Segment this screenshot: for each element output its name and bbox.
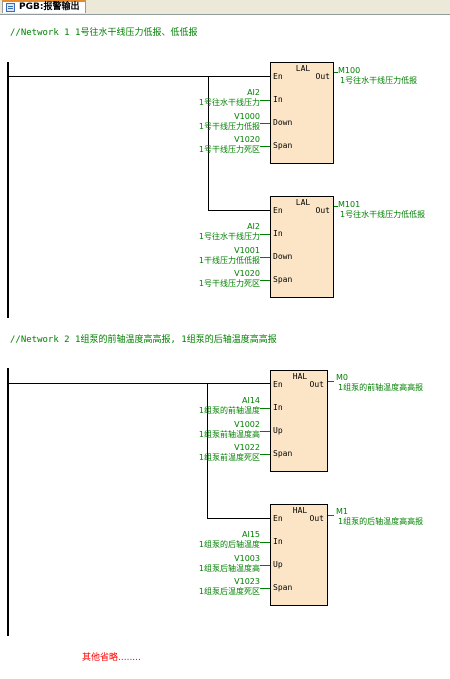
out-wire [328,381,334,382]
network-1-branch [208,76,209,210]
up-wire [260,565,270,566]
pin-en: En [273,72,283,81]
lal-block-1[interactable]: LAL En In Down Span Out [270,62,334,164]
in-wire [260,542,270,543]
pin-span: Span [273,275,293,284]
pin-en: En [273,206,283,215]
editor-tab-bar: PGB:报警输出 [0,0,450,15]
lal-block-2[interactable]: LAL En In Down Span Out [270,196,334,298]
output-addr[interactable]: M1 [336,507,348,516]
omitted-note: 其他省略........ [82,653,141,663]
operand-down-desc: 1号干线压力低报 [198,122,260,131]
output-desc: 1组泵的前轴温度高高报 [338,383,424,392]
operand-in-desc: 1号往水干线压力 [198,98,260,107]
up-wire [260,431,270,432]
output-desc: 1组泵的后轴温度高高报 [338,517,424,526]
pin-out: Out [315,206,330,215]
network-1-branch-to-block-2 [208,210,271,211]
tab-label: PGB:报警输出 [19,2,80,12]
operand-down-desc: 1干线压力低低报 [198,256,260,265]
block-type: HAL [292,506,308,515]
block-type: HAL [292,372,308,381]
operand-up-desc: 1组泵后轴温度高 [198,564,260,573]
program-block-icon [6,3,15,12]
operand-in-addr[interactable]: AI2 [247,88,260,97]
network-2-branch-to-block-2 [207,518,271,519]
operand-span-desc: 1组泵后温度死区 [198,587,260,596]
out-wire [334,72,338,73]
pin-span: Span [273,449,293,458]
operand-span-addr[interactable]: V1023 [234,577,260,586]
out-wire [334,206,338,207]
operand-in-addr[interactable]: AI14 [241,396,260,405]
pin-in: In [273,229,283,238]
pin-down: Down [273,252,293,261]
network-2-power-flow [9,383,271,384]
output-addr[interactable]: M101 [338,200,361,209]
pin-in: In [273,95,283,104]
in-wire [260,408,270,409]
pin-span: Span [273,141,293,150]
operand-up-desc: 1组泵前轴温度高 [198,430,260,439]
operand-span-addr[interactable]: V1020 [234,135,260,144]
block-type: LAL [295,198,311,207]
in-wire [260,234,270,235]
operand-down-addr[interactable]: V1001 [234,246,260,255]
network-1-power-flow [9,76,271,77]
pin-out: Out [309,514,324,523]
pin-out: Out [309,380,324,389]
operand-in-desc: 1组泵的前轴温度 [198,406,260,415]
span-wire [260,146,270,147]
pin-in: In [273,537,283,546]
in-wire [260,100,270,101]
pin-in: In [273,403,283,412]
operand-in-desc: 1号往水干线压力 [198,232,260,241]
operand-span-addr[interactable]: V1020 [234,269,260,278]
operand-span-addr[interactable]: V1022 [234,443,260,452]
operand-down-addr[interactable]: V1000 [234,112,260,121]
out-wire [328,515,334,516]
pin-up: Up [273,560,283,569]
output-addr[interactable]: M0 [336,373,348,382]
network-2-power-rail [7,368,9,636]
hal-block-2[interactable]: HAL En In Up Span Out [270,504,328,606]
operand-span-desc: 1组泵前温度死区 [198,453,260,462]
pin-out: Out [315,72,330,81]
pin-en: En [273,380,283,389]
operand-up-addr[interactable]: V1003 [234,554,260,563]
pin-down: Down [273,118,293,127]
operand-in-addr[interactable]: AI2 [247,222,260,231]
operand-in-addr[interactable]: AI15 [241,530,260,539]
span-wire [260,280,270,281]
network-2-branch [207,383,208,518]
block-type: LAL [295,64,311,73]
output-desc: 1号往水干线压力低报 [340,76,418,85]
span-wire [260,454,270,455]
pin-up: Up [273,426,283,435]
network-2-comment: //Network 2 1组泵的前轴温度高高报, 1组泵的后轴温度高高报 [10,335,277,345]
tab-pgb-alarm-output[interactable]: PGB:报警输出 [2,0,87,13]
output-desc: 1号往水干线压力低低报 [340,210,426,219]
operand-span-desc: 1号干线压力死区 [198,145,260,154]
network-1-comment: //Network 1 1号往水干线压力低报、低低报 [10,28,198,38]
down-wire [260,123,270,124]
operand-up-addr[interactable]: V1002 [234,420,260,429]
span-wire [260,588,270,589]
pin-en: En [273,514,283,523]
output-addr[interactable]: M100 [338,66,361,75]
network-1-power-rail [7,62,9,318]
hal-block-1[interactable]: HAL En In Up Span Out [270,370,328,472]
pin-span: Span [273,583,293,592]
operand-span-desc: 1号干线压力死区 [198,279,260,288]
down-wire [260,257,270,258]
operand-in-desc: 1组泵的后轴温度 [198,540,260,549]
